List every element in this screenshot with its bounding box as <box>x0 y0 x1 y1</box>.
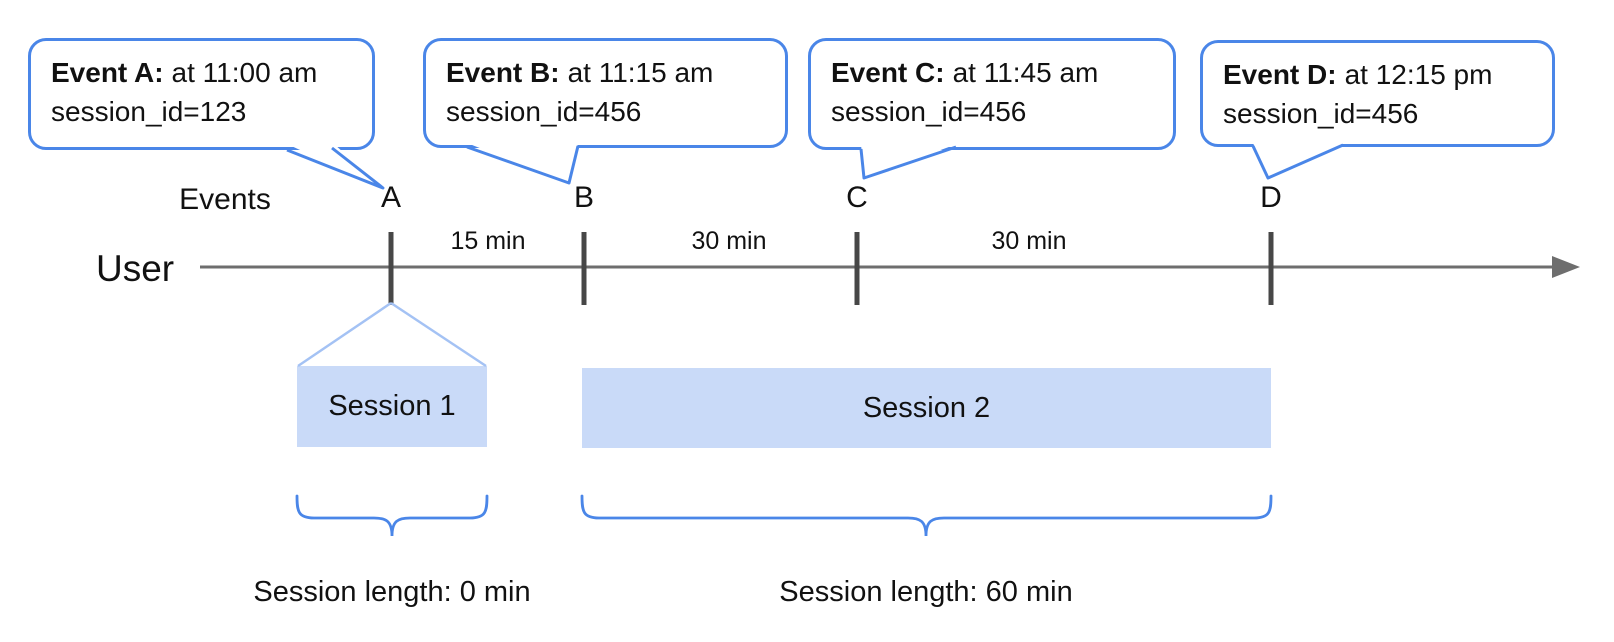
event-a-title: Event A: <box>51 57 164 88</box>
session-2-brace <box>580 494 1273 537</box>
session-1-funnel-lines <box>297 301 487 368</box>
interval-b-c-label: 30 min <box>691 227 767 255</box>
interval-c-d-label: 30 min <box>991 227 1067 255</box>
session-1-length-label: Session length: 0 min <box>253 576 531 608</box>
event-a-callout: Event A:at 11:00 am session_id=123 <box>28 38 375 150</box>
timeline-arrowhead-icon <box>1552 256 1580 278</box>
event-marker-b: B <box>573 181 595 214</box>
events-axis-label: Events <box>179 183 271 216</box>
event-a-callout-tail <box>286 144 385 190</box>
event-b-time: at 11:15 am <box>567 57 714 88</box>
event-c-session-id: session_id=456 <box>831 96 1027 127</box>
event-c-callout: Event C:at 11:45 am session_id=456 <box>808 38 1176 150</box>
event-d-session-id: session_id=456 <box>1223 98 1419 129</box>
event-b-session-id: session_id=456 <box>446 96 642 127</box>
event-b-title: Event B: <box>446 57 560 88</box>
event-b-callout-tail <box>466 143 580 185</box>
session-2-length-label: Session length: 60 min <box>779 576 1073 608</box>
interval-a-b-label: 15 min <box>450 227 526 255</box>
event-c-title: Event C: <box>831 57 945 88</box>
session-1-bar: Session 1 <box>297 366 487 447</box>
session-1-brace <box>295 494 489 537</box>
event-marker-a: A <box>380 181 402 214</box>
event-d-title: Event D: <box>1223 59 1337 90</box>
event-b-callout: Event B:at 11:15 am session_id=456 <box>423 38 788 148</box>
event-marker-c: C <box>846 181 868 214</box>
session-2-label: Session 2 <box>862 391 991 424</box>
event-a-session-id: session_id=123 <box>51 96 247 127</box>
user-axis-label: User <box>96 248 175 289</box>
event-d-callout-tail <box>1251 143 1344 180</box>
event-a-time: at 11:00 am <box>171 57 318 88</box>
event-d-callout: Event D:at 12:15 pm session_id=456 <box>1200 40 1555 147</box>
event-d-time: at 12:15 pm <box>1344 59 1493 90</box>
event-c-time: at 11:45 am <box>952 57 1099 88</box>
session-2-bar: Session 2 <box>582 368 1271 448</box>
event-marker-d: D <box>1260 181 1282 214</box>
session-1-label: Session 1 <box>328 390 456 422</box>
